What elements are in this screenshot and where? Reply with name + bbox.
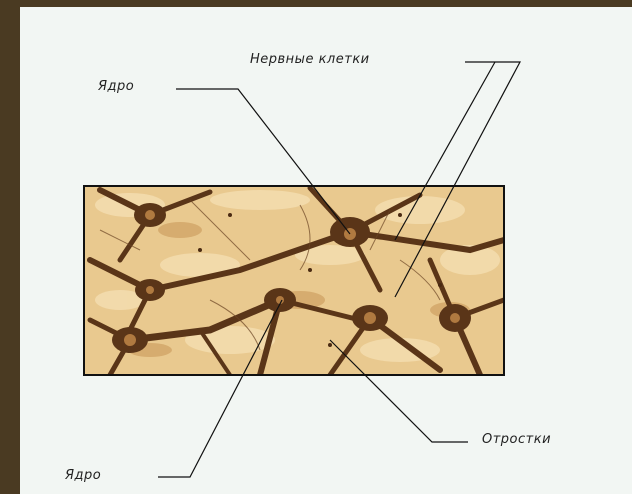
nerve-tissue-illustration <box>84 186 504 375</box>
label-processes: Отростки <box>482 432 551 447</box>
label-nucleus-top: Ядро <box>98 79 134 94</box>
label-nucleus-bottom: Ядро <box>65 468 101 483</box>
label-nerve-cells: Нервные клетки <box>250 52 370 67</box>
